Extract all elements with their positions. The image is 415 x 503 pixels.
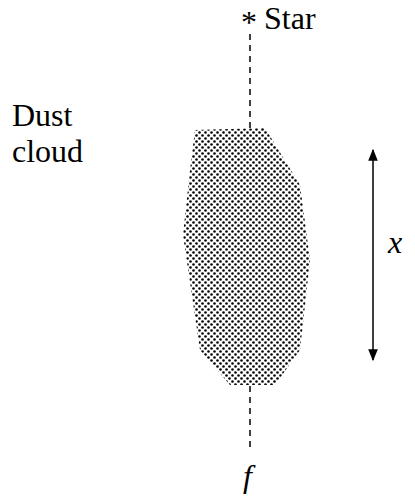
observer-label: f [243,458,252,494]
dust-cloud: Dust cloud [180,125,315,390]
cloud-outline [183,128,310,385]
size-arrow [372,150,374,360]
star-label: Star [264,0,316,36]
star-symbol: * [241,4,257,40]
size-label: x [388,224,402,260]
cloud-label: Dust cloud [12,97,124,169]
cloud-shape [180,125,315,390]
